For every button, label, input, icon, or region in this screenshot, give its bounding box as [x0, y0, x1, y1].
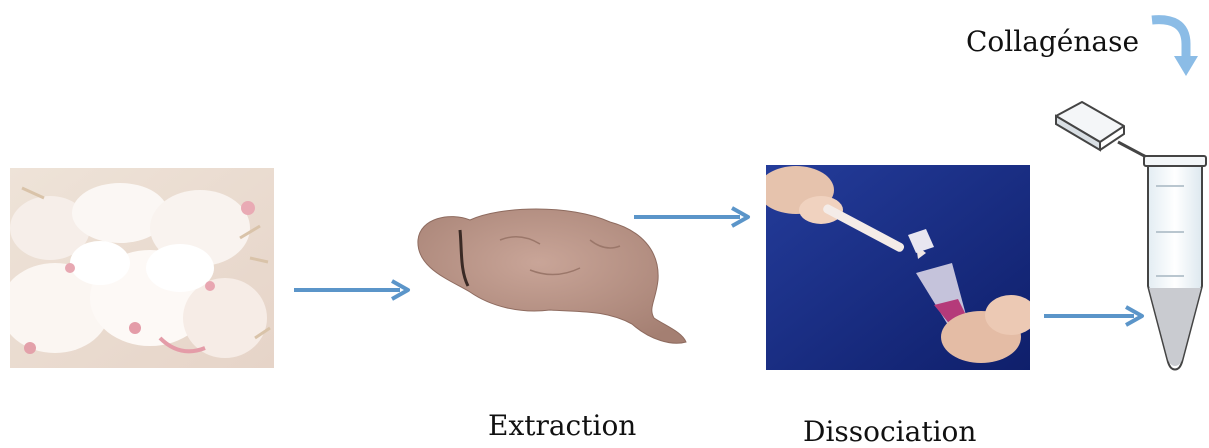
dissociation-label: Dissociation — [803, 418, 976, 446]
curved-arrow-down — [1150, 10, 1200, 78]
microcentrifuge-tube — [1052, 100, 1209, 378]
pups-photo — [10, 168, 274, 368]
arrow-right — [632, 205, 756, 229]
extraction-label: Extraction — [488, 412, 636, 440]
collagenase-label: Collagénase — [966, 28, 1139, 56]
tube-lid — [1056, 102, 1152, 160]
dissociation-photo — [766, 165, 1030, 370]
arrow-right — [292, 278, 416, 302]
